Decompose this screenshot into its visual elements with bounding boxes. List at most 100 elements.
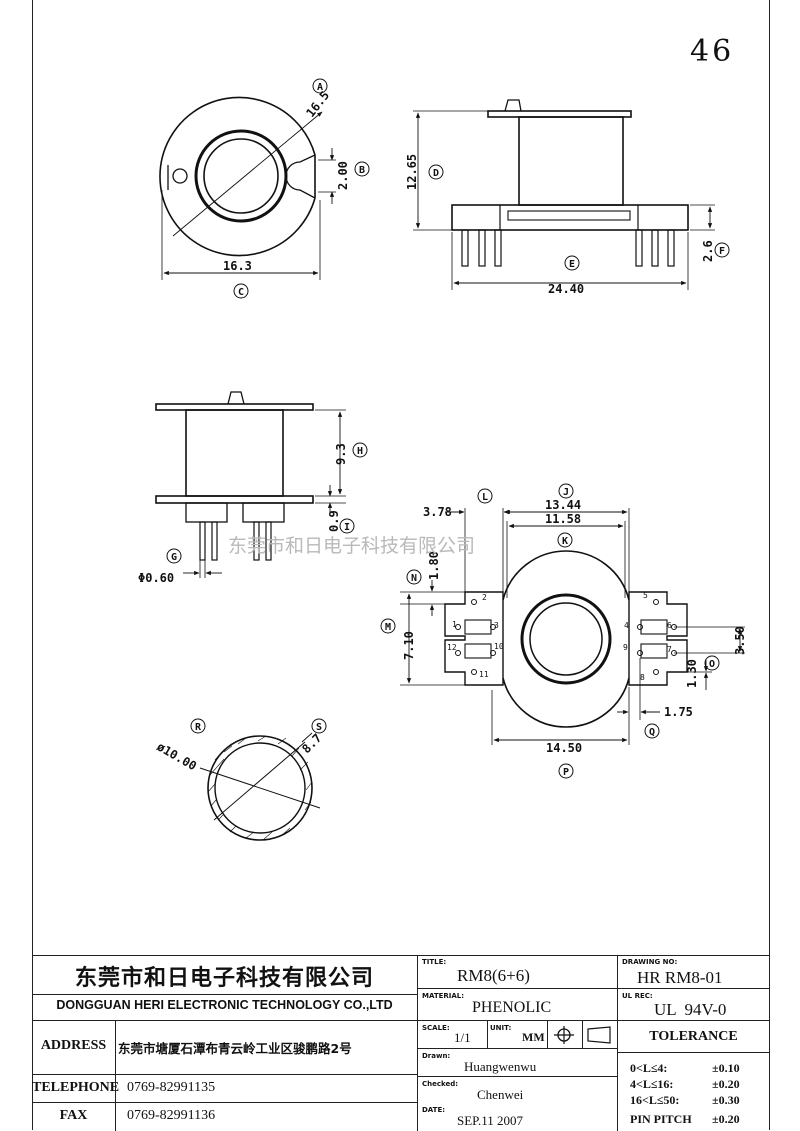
- dim-11-58: 11.58: [545, 512, 581, 526]
- dim-2-6: 2.6: [701, 240, 715, 262]
- drawing-no-label: DRAWING NO:: [622, 958, 678, 966]
- dim-9-3: 9.3: [334, 443, 348, 465]
- ref-label-l: L: [482, 492, 488, 503]
- section-view: [199, 732, 321, 841]
- svg-text:2: 2: [482, 593, 487, 602]
- svg-text:6: 6: [667, 621, 672, 630]
- svg-text:5: 5: [643, 591, 648, 600]
- ref-label-o: O: [709, 659, 715, 670]
- tolerance-value: ±0.30: [712, 1093, 740, 1107]
- bottom-view: [400, 508, 745, 745]
- front-view-pins: [461, 229, 675, 267]
- tolerance-title: TOLERANCE: [649, 1029, 738, 1044]
- technical-drawing: 16.5 2.00 16.3 1 2.6 5 24.40 2: [138, 78, 747, 841]
- bottom-view-bottom-arc: [502, 677, 630, 728]
- svg-text:7: 7: [667, 645, 672, 654]
- dim-0-9: 0.9: [327, 510, 341, 532]
- svg-text:12: 12: [447, 643, 457, 652]
- dim-16-3: 16.3: [223, 259, 252, 273]
- company-name-cn: 东莞市和日电子科技有限公司: [74, 965, 374, 991]
- scale-label: SCALE:: [422, 1024, 450, 1032]
- ref-label-p: P: [563, 767, 569, 778]
- top-view-bobbin-core: [194, 129, 288, 223]
- dim-8-7: 8.7: [299, 731, 324, 756]
- top-view-outer-flange: [159, 96, 316, 257]
- front-view-base: [451, 204, 689, 231]
- fax-value: 0769-82991136: [127, 1108, 216, 1123]
- drawn-label: Drawn:: [422, 1052, 451, 1060]
- date-label: DATE:: [422, 1106, 446, 1114]
- ref-label-m: M: [385, 622, 391, 633]
- bottom-view-core: [520, 593, 612, 685]
- drawing-frame: [32, 0, 770, 1130]
- reference-labels: [166, 78, 730, 779]
- bottom-view-pin-holes: [455, 599, 677, 675]
- ref-label-a: A: [317, 82, 323, 93]
- projection-symbol: [554, 1026, 611, 1044]
- bottom-view-top-arc: [502, 550, 630, 601]
- ref-label-n: N: [411, 573, 417, 584]
- ref-label-f: F: [719, 246, 725, 257]
- dim-1-80: 1.80: [427, 551, 441, 580]
- bottom-view-left-pin-block: [444, 591, 504, 686]
- bottom-view-pin-numbers: 1 2 3 4 5 6 7 8 9 10 11 12: [447, 591, 672, 682]
- unit-label: UNIT:: [490, 1024, 512, 1032]
- dim-14-50: 14.50: [546, 741, 582, 755]
- svg-text:11: 11: [479, 670, 489, 679]
- ul-rec-value: UL 94V-0: [654, 1000, 727, 1019]
- telephone-value: 0769-82991135: [127, 1080, 216, 1095]
- svg-text:1: 1: [452, 620, 457, 629]
- ref-label-b: B: [359, 165, 365, 176]
- ref-label-r: R: [195, 722, 202, 733]
- scale-value: 1/1: [454, 1030, 471, 1045]
- ref-label-i: I: [344, 522, 350, 533]
- ref-label-d: D: [433, 168, 439, 179]
- tolerance-range: 16<L≤50:: [630, 1093, 680, 1107]
- front-view: [413, 99, 715, 290]
- title-block: 东莞市和日电子科技有限公司 DONGGUAN HERI ELECTRONIC T…: [32, 955, 770, 1131]
- tolerance-value: ±0.20: [712, 1112, 740, 1126]
- top-view: [159, 96, 336, 280]
- drawn-value: Huangwenwu: [464, 1059, 537, 1074]
- ref-label-e: E: [569, 259, 575, 270]
- dim-16-5: 16.5: [303, 88, 332, 119]
- page-number: 46: [690, 34, 735, 69]
- dim-3-50: 3.50: [733, 626, 747, 655]
- unit-value: MM: [522, 1030, 545, 1044]
- address-value: 东莞市塘厦石潭布青云岭工业区骏鹏路2号: [118, 1041, 352, 1056]
- dim-3-78: 3.78: [423, 505, 452, 519]
- material-value: PHENOLIC: [472, 999, 552, 1016]
- ref-label-q: Q: [649, 727, 655, 738]
- ref-label-g: G: [171, 552, 177, 563]
- bottom-view-right-pin-block: [628, 591, 688, 686]
- tolerance-range: 4<L≤16:: [630, 1077, 674, 1091]
- title-label: TITLE:: [422, 958, 447, 966]
- dim-13-44: 13.44: [545, 498, 581, 512]
- ul-rec-label: UL REC:: [622, 992, 653, 1000]
- side-view: [155, 391, 346, 578]
- svg-text:8: 8: [640, 673, 645, 682]
- svg-text:9: 9: [623, 643, 628, 652]
- ref-label-s: S: [316, 722, 322, 733]
- date-value: SEP.11 2007: [457, 1113, 523, 1128]
- dim-24-40: 24.40: [548, 282, 584, 296]
- ref-label-h: H: [357, 446, 363, 457]
- front-view-top-flange: [487, 110, 632, 118]
- side-view-pins: [199, 521, 272, 561]
- drawing-no-value: HR RM8-01: [637, 968, 723, 987]
- tolerance-value: ±0.20: [712, 1077, 740, 1091]
- material-label: MATERIAL:: [422, 992, 465, 1000]
- telephone-label: TELEPHONE: [32, 1080, 120, 1095]
- dim-2-00: 2.00: [336, 161, 350, 190]
- ref-label-j: J: [563, 487, 569, 498]
- svg-text:3: 3: [494, 621, 499, 630]
- tolerance-range: PIN PITCH: [630, 1112, 692, 1126]
- dim-1-75: 1.75: [664, 705, 693, 719]
- checked-value: Chenwei: [477, 1087, 524, 1102]
- dim-1-30: 1.30: [685, 659, 699, 688]
- address-label: ADDRESS: [40, 1038, 107, 1053]
- svg-text:4: 4: [624, 621, 629, 630]
- fax-label: FAX: [59, 1108, 88, 1123]
- watermark: 东莞市和日电子科技有限公司: [228, 535, 475, 557]
- tolerance-value: ±0.10: [712, 1061, 740, 1075]
